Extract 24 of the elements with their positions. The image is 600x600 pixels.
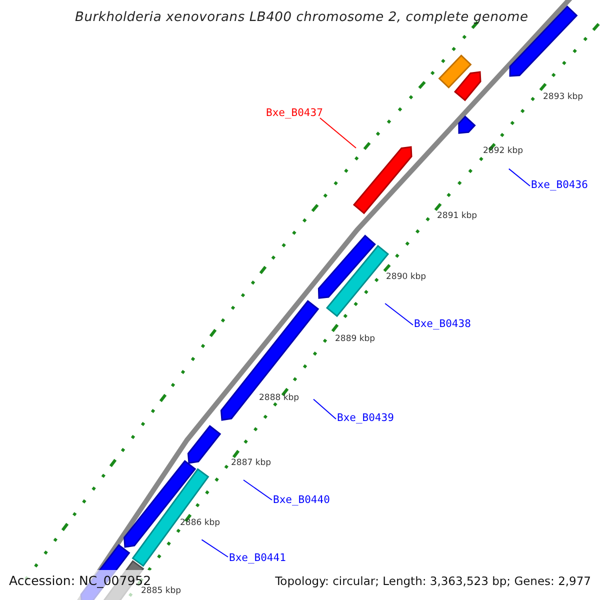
- leader-line: [313, 398, 336, 420]
- gene-label: Bxe_B0439: [337, 413, 394, 424]
- scale-label: 2890 kbp: [386, 273, 426, 282]
- scale-label: 2886 kbp: [180, 519, 220, 528]
- gene-label: Bxe_B0441: [229, 553, 286, 564]
- gene-label: Bxe_B0436: [531, 180, 588, 190]
- scale-label: 2893 kbp: [543, 93, 584, 102]
- leader-line: [243, 480, 272, 500]
- gene-label: Bxe_B0440: [273, 495, 330, 506]
- leader-line: [508, 168, 530, 186]
- genome-info-text: Topology: circular; Length: 3,363,523 bp; Genes: 2,977: [275, 576, 591, 588]
- scale-label: 2892 kbp: [483, 147, 524, 156]
- scale-label: 2888 kbp: [259, 394, 300, 402]
- gene-label: Bxe_B0438: [414, 319, 471, 330]
- scale-label: 2885 kbp: [141, 587, 182, 596]
- accession-text: Accession: NC_007952: [9, 575, 152, 588]
- title: Burkholderia xenovorans LB400 chromosome 2, complete genome: [75, 11, 528, 24]
- gene-label: Bxe_B0437: [266, 108, 323, 118]
- scale-label: 2891 kbp: [437, 212, 478, 220]
- scale-label: 2889 kbp: [335, 335, 376, 344]
- leader-line: [201, 539, 228, 558]
- leader-line: [384, 303, 414, 326]
- leader-line: [320, 118, 356, 148]
- scale-label: 2887 kbp: [231, 459, 272, 468]
